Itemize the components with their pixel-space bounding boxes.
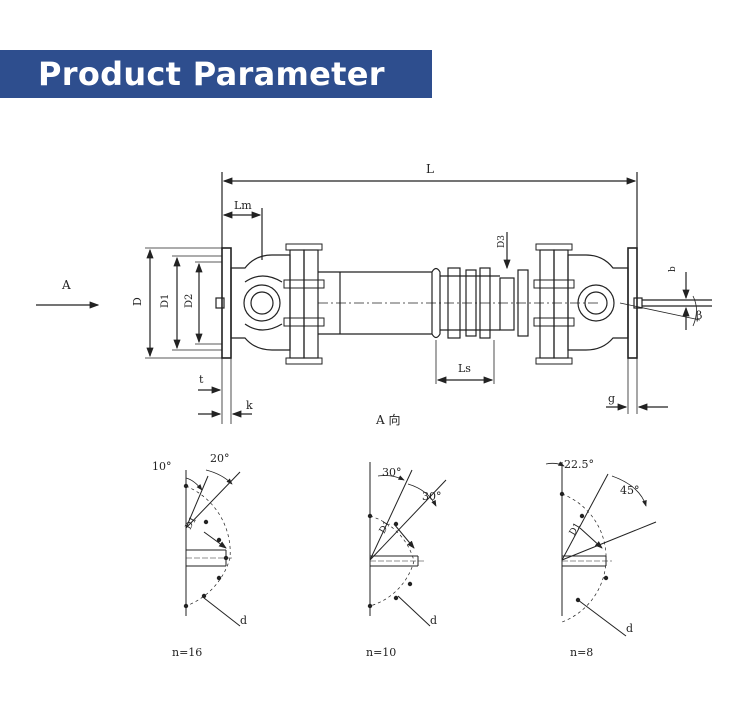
view2-hole-label: d <box>430 614 437 627</box>
flange-view-n10 <box>369 462 447 627</box>
dim-b-label: b <box>668 266 678 272</box>
bolt-holes-n16 <box>183 483 229 609</box>
view3-angle-1: 22.5° <box>564 458 594 471</box>
dim-D-label: D <box>131 297 144 306</box>
dim-D1-label: D1 <box>160 294 171 308</box>
title-banner: Product Parameter <box>0 50 432 98</box>
dim-k-label: k <box>246 399 253 412</box>
view2-angle-1: 30° <box>382 466 402 479</box>
dim-L-label: L <box>426 162 434 176</box>
dim-Ls-label: Ls <box>458 362 471 375</box>
bolt-holes-n10 <box>367 513 413 609</box>
view1-angle-1: 10° <box>152 460 172 473</box>
view-A-label: A 向 <box>375 412 400 427</box>
arrow-A-label: A <box>61 278 71 292</box>
view3-diam-label: D1 <box>568 521 583 537</box>
view3-angle-2: 45° <box>620 484 640 497</box>
view2-diam-label: D1 <box>378 519 393 535</box>
dim-D2-label: D2 <box>184 294 195 308</box>
dim-D3-label: D3 <box>497 235 507 248</box>
dim-Lm-label: Lm <box>234 199 252 212</box>
dim-g-label: g <box>608 392 615 405</box>
flange-view-n8 <box>545 461 657 637</box>
view2-angle-2: 30° <box>422 490 442 503</box>
view1-bolt-count: n=16 <box>172 646 202 659</box>
page-title: Product Parameter <box>38 55 385 93</box>
view3-bolt-count: n=8 <box>570 646 593 659</box>
flange-view-n16 <box>185 469 241 627</box>
dim-t-label: t <box>199 373 204 386</box>
view1-hole-label: d <box>240 614 247 627</box>
bolt-holes-n8 <box>559 491 609 603</box>
view2-bolt-count: n=10 <box>366 646 396 659</box>
shaft-main-view <box>36 172 712 424</box>
view1-angle-2: 20° <box>210 452 230 465</box>
dim-beta-label: β <box>696 309 702 322</box>
view3-hole-label: d <box>626 622 633 635</box>
